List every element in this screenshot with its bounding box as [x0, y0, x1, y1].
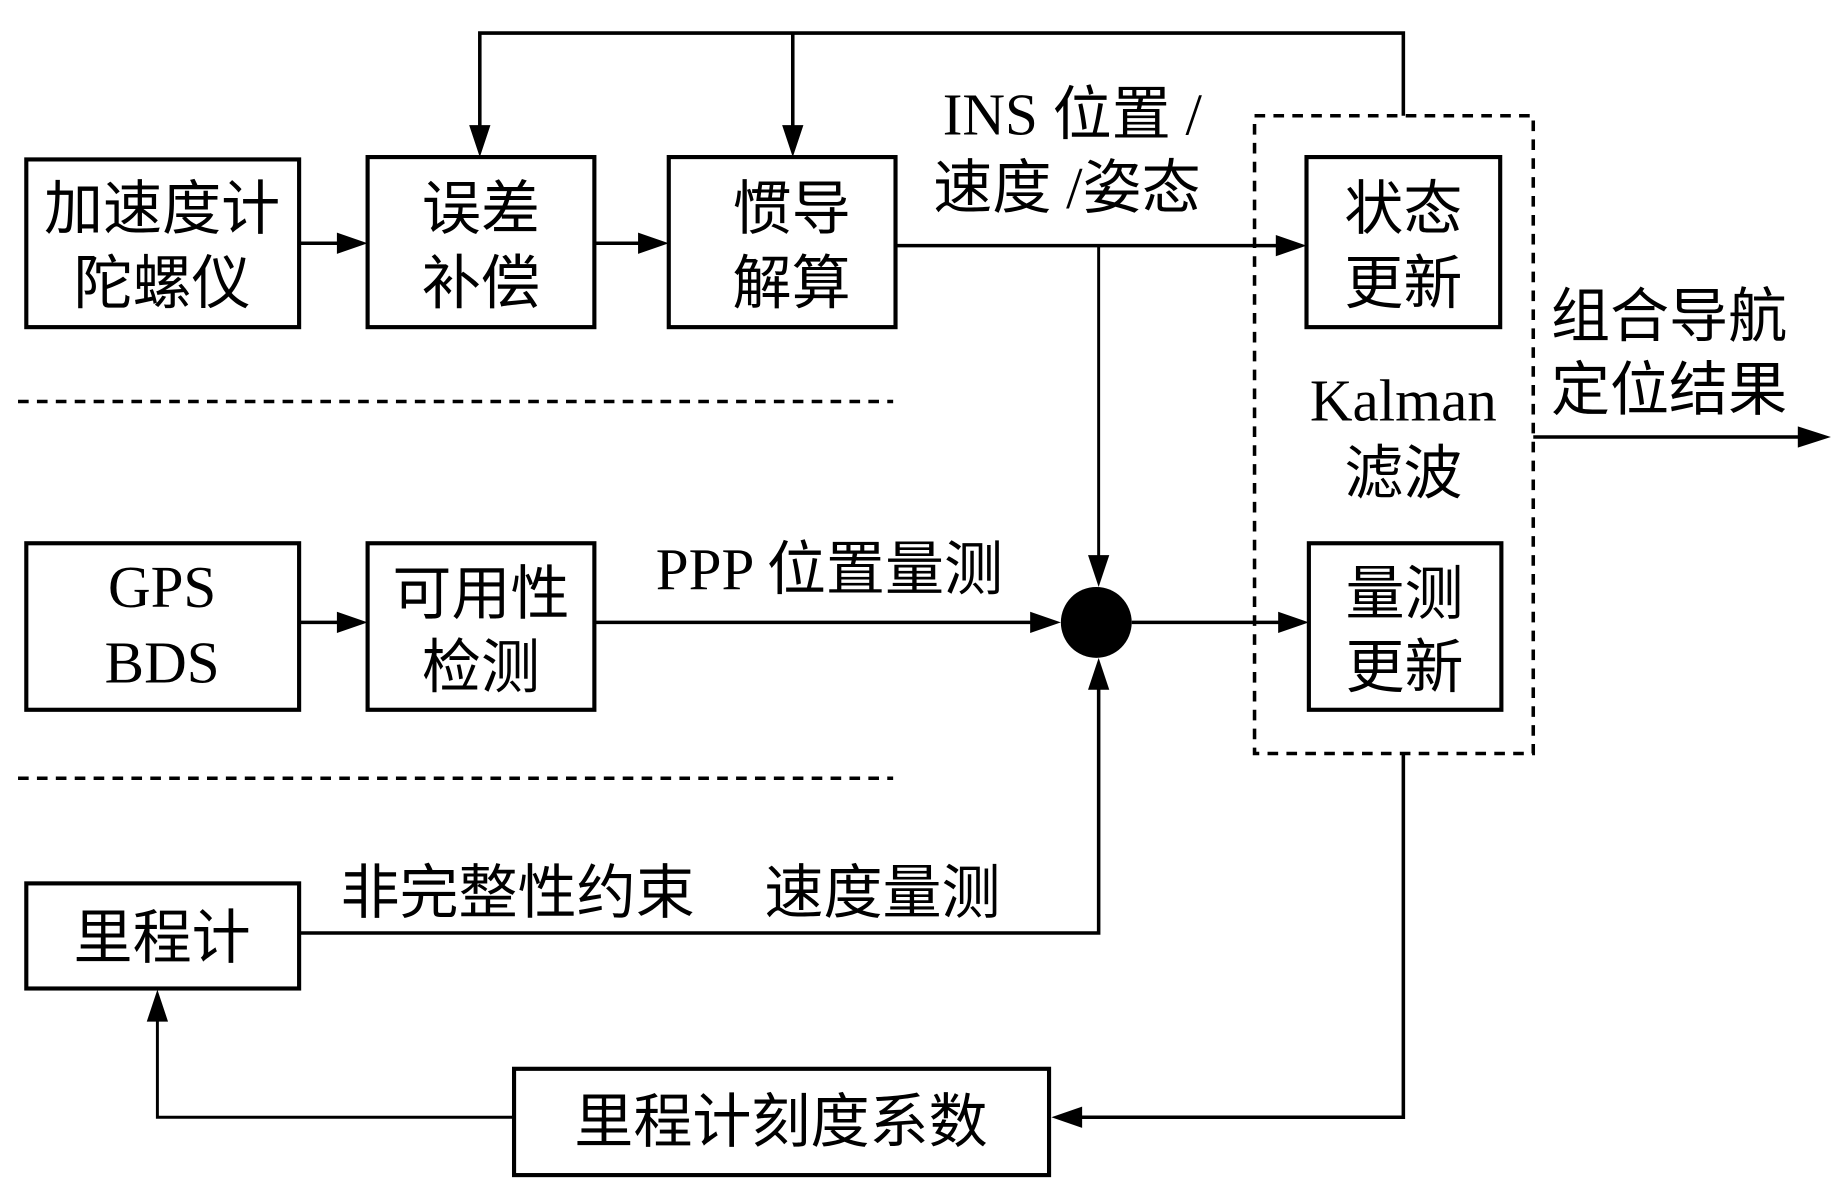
kalman-label: Kalman	[1310, 367, 1497, 433]
odometer-scale-factor-label: 里程计刻度系数	[574, 1087, 987, 1156]
imu-block[interactable]: 加速度计 陀螺仪	[24, 157, 302, 330]
arrow-kalman-to-scale-factor	[1051, 753, 1406, 1128]
state-update-block[interactable]: 状态 更新	[1304, 155, 1503, 330]
availability-check-block[interactable]: 可用性 检测	[365, 541, 597, 712]
kalman-filter-container	[1252, 113, 1536, 756]
odometer-label: 里程计	[74, 903, 251, 972]
arrow-ins-to-fusion-node	[1088, 245, 1110, 587]
state-update-line1: 状态	[1344, 174, 1462, 243]
output-label-line2: 定位结果	[1551, 355, 1787, 424]
velocity-measurement-label: 速度量测	[764, 858, 1000, 927]
ins-mechanization-line2: 解算	[733, 249, 851, 318]
ins-mechanization-line1: 惯导	[733, 174, 851, 243]
error-compensation-block[interactable]: 误差 补偿	[365, 155, 597, 330]
measurement-update-line2: 更新	[1345, 632, 1463, 701]
error-compensation-line2: 补偿	[422, 249, 540, 318]
gnss-block-line2: BDS	[105, 630, 220, 696]
availability-check-line1: 可用性	[392, 559, 569, 628]
odometer-scale-factor-block[interactable]: 里程计刻度系数	[511, 1066, 1052, 1178]
arrow-fusion-node-to-measurement-update	[1131, 611, 1309, 634]
ins-mechanization-block[interactable]: 惯导 解算	[666, 155, 898, 330]
availability-check-line2: 检测	[422, 632, 540, 701]
arrow-gnss-to-availability	[299, 611, 368, 634]
imu-block-line1: 加速度计	[44, 174, 280, 243]
arrow-imu-to-error-compensation	[299, 232, 368, 254]
arrow-odometer-to-fusion-node	[299, 657, 1110, 935]
state-update-line2: 更新	[1344, 249, 1462, 318]
arrow-kalman-output	[1533, 426, 1831, 448]
ins-output-label-line1: INS 位置 /	[943, 82, 1203, 148]
fusion-node	[1060, 586, 1132, 658]
feedback-loop	[469, 31, 1406, 158]
gnss-block[interactable]: GPS BDS	[24, 541, 302, 712]
error-compensation-line1: 误差	[422, 174, 540, 243]
arrow-error-compensation-to-ins	[594, 232, 669, 254]
nhc-constraint-label: 非完整性约束	[340, 858, 694, 927]
arrow-scale-factor-to-odometer	[146, 989, 515, 1119]
imu-block-line2: 陀螺仪	[74, 249, 251, 318]
arrow-availability-to-fusion-node	[594, 611, 1061, 634]
measurement-update-line1: 量测	[1345, 559, 1463, 628]
ppp-measurement-label: PPP 位置量测	[656, 536, 1003, 602]
ins-output-label-line2: 速度 /姿态	[933, 155, 1200, 221]
output-label-line1: 组合导航	[1551, 282, 1787, 351]
kalman-filter-label: 滤波	[1344, 439, 1462, 508]
arrow-ins-to-state-update	[895, 235, 1307, 257]
odometer-block[interactable]: 里程计	[24, 881, 302, 991]
gnss-block-line1: GPS	[108, 554, 216, 620]
measurement-update-block[interactable]: 量测 更新	[1306, 541, 1504, 712]
